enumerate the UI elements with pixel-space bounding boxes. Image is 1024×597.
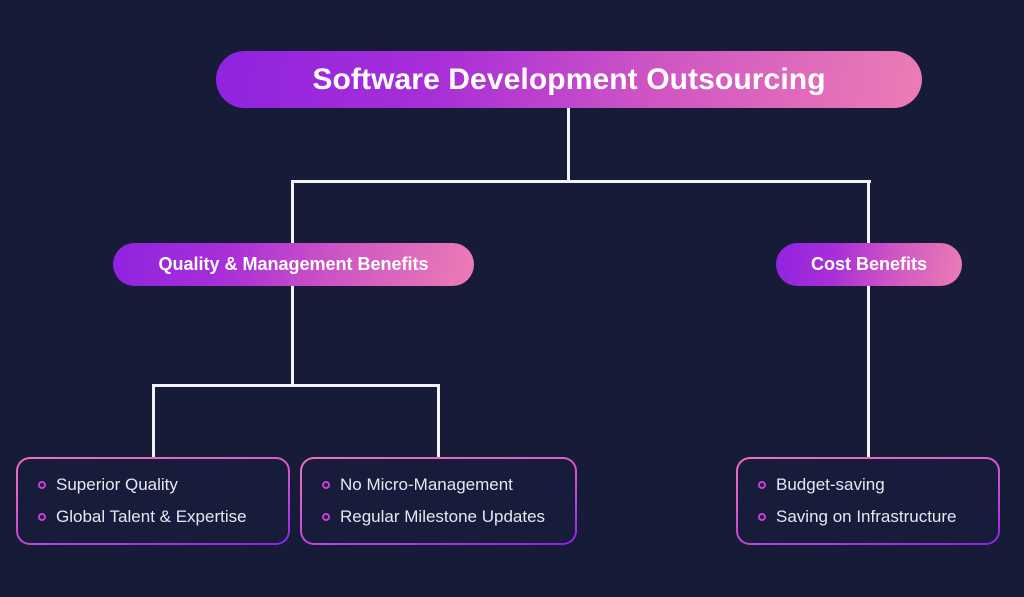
connector-drop-quality [291, 180, 294, 244]
bullet-icon [38, 481, 46, 490]
connector-drop-leaf-quality-a [152, 384, 155, 460]
root-node-label: Software Development Outsourcing [312, 62, 826, 96]
branch-node-quality[interactable]: Quality & Management Benefits [113, 243, 474, 286]
bullet-icon [322, 512, 330, 521]
leaf-box-quality-a-content: Superior Quality Global Talent & Experti… [18, 459, 288, 543]
connector-cost-trunk [867, 285, 870, 460]
root-node[interactable]: Software Development Outsourcing [216, 51, 922, 108]
list-item: Saving on Infrastructure [758, 508, 982, 526]
bullet-icon [758, 481, 766, 490]
list-item: Regular Milestone Updates [322, 508, 559, 526]
list-item-label: Regular Milestone Updates [340, 507, 546, 526]
list-item: Superior Quality [38, 476, 272, 494]
connector-root-trunk [567, 107, 570, 182]
list-item: Global Talent & Expertise [38, 508, 272, 526]
connector-quality-bus [152, 384, 440, 387]
leaf-box-cost-content: Budget-saving Saving on Infrastructure [738, 459, 998, 543]
list-item-label: Superior Quality [56, 475, 178, 495]
leaf-box-cost[interactable]: Budget-saving Saving on Infrastructure [736, 457, 1000, 545]
bullet-icon [322, 481, 330, 490]
bullet-icon [758, 512, 766, 521]
connector-quality-trunk [291, 285, 294, 387]
list-item-label: Global Talent & Expertise [56, 507, 247, 526]
list-item: No Micro-Management [322, 476, 559, 494]
list-item: Budget-saving [758, 476, 982, 494]
connector-drop-cost [867, 180, 870, 244]
bullet-icon [38, 512, 46, 521]
list-item-label: Saving on Infrastructure [776, 507, 957, 526]
list-item-label: Budget-saving [776, 475, 885, 495]
branch-node-cost-label: Cost Benefits [810, 254, 927, 274]
branch-node-cost[interactable]: Cost Benefits [776, 243, 962, 286]
branch-node-quality-label: Quality & Management Benefits [158, 254, 429, 274]
leaf-box-quality-b[interactable]: No Micro-Management Regular Milestone Up… [300, 457, 577, 545]
leaf-box-quality-a[interactable]: Superior Quality Global Talent & Experti… [16, 457, 290, 545]
list-item-label: No Micro-Management [340, 475, 513, 495]
connector-root-bus [291, 180, 871, 183]
connector-drop-leaf-quality-b [437, 384, 440, 460]
leaf-box-quality-b-content: No Micro-Management Regular Milestone Up… [302, 459, 575, 543]
